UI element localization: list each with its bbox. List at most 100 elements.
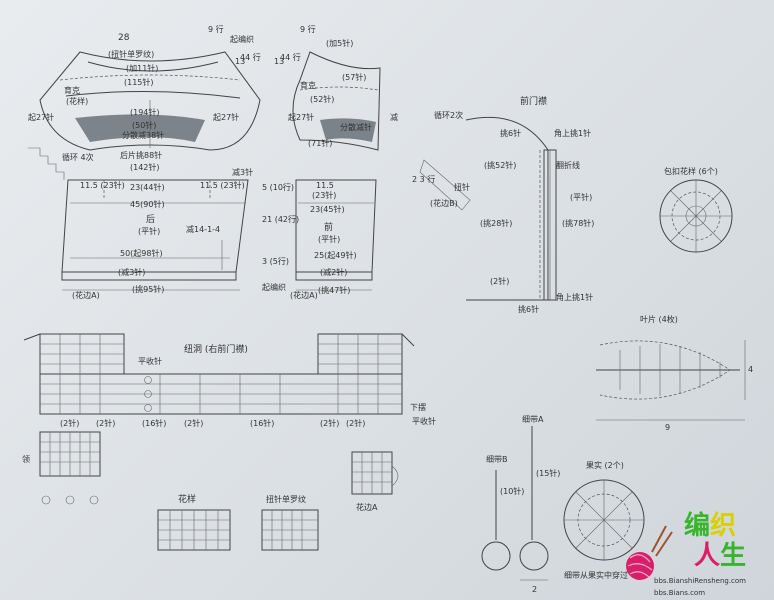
buttonhole-flat-bind: 平收针	[138, 356, 162, 366]
back-decrease-14: 减14-1-4	[186, 224, 220, 234]
back-length-5: 5 (10行)	[262, 182, 294, 192]
placket-edge-b: (花边B)	[430, 198, 458, 208]
placket-flip-line: 翻折线	[556, 160, 580, 170]
site-logo: 编织 人生 bbs.BianshiRensheng.com bbs.Bians.…	[640, 505, 774, 600]
edge-a-label: 花边A	[356, 502, 378, 512]
back-center-23: 23(44针)	[130, 182, 165, 192]
fruit-note: 细带从果实中穿过	[564, 570, 628, 580]
front-decrease-left: 减	[390, 112, 398, 122]
back-pick-up-88: 后片挑88针	[120, 150, 162, 160]
back-width-45: 45(90针)	[130, 199, 165, 209]
front-body	[295, 179, 377, 291]
front-row-13: 13	[274, 57, 284, 66]
back-start-label: 起编织	[230, 34, 254, 44]
back-start-27-left: 起27针	[28, 112, 54, 122]
placket-corner-1-bottom: 角上挑1针	[556, 292, 593, 302]
front-yoke	[292, 51, 381, 151]
back-row-9: 9 行	[208, 24, 224, 34]
placket-st-2: (2针)	[490, 276, 509, 286]
back-twist-rib: (扭针单罗纹)	[108, 49, 154, 59]
front-start-27: 起27针	[288, 112, 314, 122]
back-st-194: (194针)	[130, 107, 160, 117]
front-label: 前	[324, 221, 333, 233]
back-st-50: (50针)	[132, 120, 156, 130]
back-start-27-right: 起27针	[213, 112, 239, 122]
front-yoke-label: 育克	[300, 80, 316, 90]
back-label: 后	[146, 214, 155, 225]
front-width-25: 25(起49针)	[314, 250, 357, 260]
back-add-11: (加11针)	[126, 63, 158, 73]
placket-title: 前门襟	[520, 95, 547, 107]
back-yoke-label: 育克	[64, 85, 80, 95]
buttonhole-title: 纽洞 (右前门襟)	[184, 343, 248, 355]
buttonhole-chart	[23, 333, 415, 505]
cord-b: 细带B	[486, 454, 508, 464]
buttonhole-bind-down: 下摆	[410, 402, 426, 412]
buttonhole-st-label: (2针)	[320, 418, 339, 428]
placket-length-2: 2 3 行	[412, 174, 435, 184]
back-side-left: 11.5 (23针)	[80, 180, 125, 190]
flower-circle	[659, 179, 733, 253]
cord-len-10: (10针)	[500, 486, 524, 496]
back-st-142: (142针)	[130, 162, 160, 172]
front-center: 23(45针)	[310, 204, 345, 214]
back-decrease-38: 分散减38针	[122, 130, 164, 140]
back-row-44: 44 行	[240, 52, 261, 62]
back-top-width: 28	[118, 33, 130, 43]
buttonhole-collar: 领	[22, 454, 30, 464]
buttonhole-st-label: (2针)	[346, 418, 365, 428]
placket-pick-6-top: 挑6针	[500, 128, 521, 138]
front-st-71: (71针)	[308, 138, 332, 148]
flower-title: 包扣花样 (6个)	[664, 166, 718, 176]
leaf-height: 4	[748, 365, 753, 374]
placket-repeat-2: 循环2次	[434, 110, 463, 120]
buttonhole-st-label: (2针)	[184, 418, 203, 428]
logo-text: 编织 人生	[684, 511, 746, 571]
back-decrease-3: (减3针)	[118, 267, 145, 277]
buttonhole-stitch-labels: (2针) (2针) (16针) (2针) (16针) (2针) (2针)	[60, 418, 365, 428]
placket-pick-52: (挑52针)	[484, 160, 516, 170]
pattern-swatch-label: 花样	[178, 493, 196, 505]
buttonhole-bind-flat: 平收针	[412, 416, 436, 426]
back-loop-4: 循环 4次	[62, 152, 94, 162]
placket-pick-28: (挑28针)	[480, 218, 512, 228]
leaf-title: 叶片 (4枚)	[640, 314, 678, 324]
front-row-9: 9 行	[300, 24, 316, 34]
logo-url-2: bbs.Bians.com	[654, 589, 706, 597]
buttonhole-st-label: (2针)	[60, 418, 79, 428]
front-decrease-2: (减2针)	[320, 267, 347, 277]
leaf-diagram	[596, 340, 746, 421]
front-st-52: (52针)	[310, 94, 334, 104]
back-edge-a: (花边A)	[72, 290, 100, 300]
logo-char-2: 织	[710, 511, 737, 541]
back-length-3: 3 (5行)	[262, 256, 289, 266]
front-width-11-5: 11.5	[316, 181, 334, 190]
front-start-label: 起编织	[262, 282, 286, 292]
buttonhole-st-label: (16针)	[142, 418, 166, 428]
front-edge-a: (花边A)	[290, 290, 318, 300]
pattern-swatch	[157, 509, 231, 551]
placket-corner-1: 角上挑1针	[554, 128, 591, 138]
front-st-23: (23针)	[312, 190, 336, 200]
back-width-50: 50(起98针)	[120, 248, 163, 258]
edge-a-swatch	[351, 451, 399, 495]
cord-diagram	[481, 426, 645, 581]
placket-pick-6-bottom: 挑6针	[518, 304, 539, 314]
logo-char-3: 人	[694, 541, 721, 571]
placket-twist-rib: 扭针	[454, 182, 470, 192]
twist-rib-swatch	[261, 509, 319, 551]
buttonhole-st-label: (2针)	[96, 418, 115, 428]
logo-char-4: 生	[720, 541, 747, 571]
logo-char-1: 编	[684, 511, 711, 541]
buttonhole-st-label: (16针)	[250, 418, 274, 428]
front-flat-needle: (平针)	[318, 234, 340, 244]
back-body	[61, 179, 249, 291]
cord-len-15: (15针)	[536, 468, 560, 478]
placket-pick-78: (挑78针)	[562, 218, 594, 228]
placket-diagram	[419, 116, 557, 301]
placket-flat: (平针)	[570, 192, 592, 202]
logo-url-1: bbs.BianshiRensheng.com	[654, 577, 746, 585]
decrease-ladder-left	[28, 147, 65, 180]
